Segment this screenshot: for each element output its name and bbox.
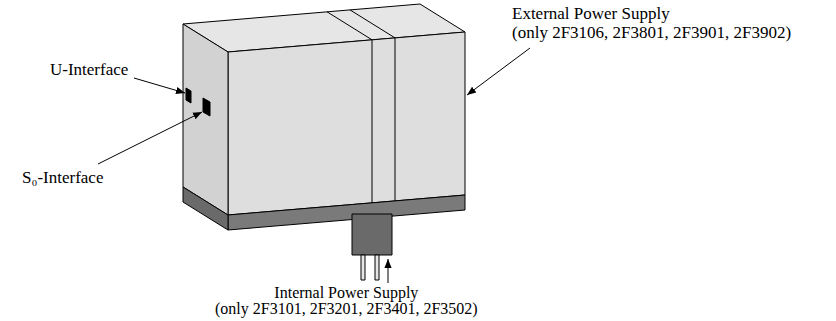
housing-base-side bbox=[183, 187, 228, 230]
callout-label: S₀-Interface bbox=[22, 168, 103, 187]
housing-base bbox=[228, 195, 465, 230]
s0-port bbox=[203, 98, 210, 116]
leader-line bbox=[467, 48, 530, 95]
housing-seam bbox=[372, 40, 373, 203]
callout-label: External Power Supply (only 2F3106, 2F38… bbox=[512, 4, 791, 42]
housing-seam bbox=[327, 12, 372, 40]
plug-prong bbox=[375, 255, 379, 280]
mains-plug bbox=[352, 214, 392, 255]
callout-label: Internal Power Supply (only 2F3101, 2F32… bbox=[215, 285, 478, 317]
housing-seam bbox=[395, 38, 396, 201]
leader-line bbox=[134, 78, 185, 93]
u-port bbox=[186, 88, 191, 103]
leader-line bbox=[388, 259, 389, 283]
leader-line bbox=[98, 112, 202, 164]
callout-label: U-Interface bbox=[50, 60, 128, 79]
housing-front bbox=[228, 32, 465, 215]
plug-prong bbox=[361, 255, 365, 280]
housing-seam bbox=[350, 10, 395, 38]
housing-side bbox=[183, 24, 228, 215]
